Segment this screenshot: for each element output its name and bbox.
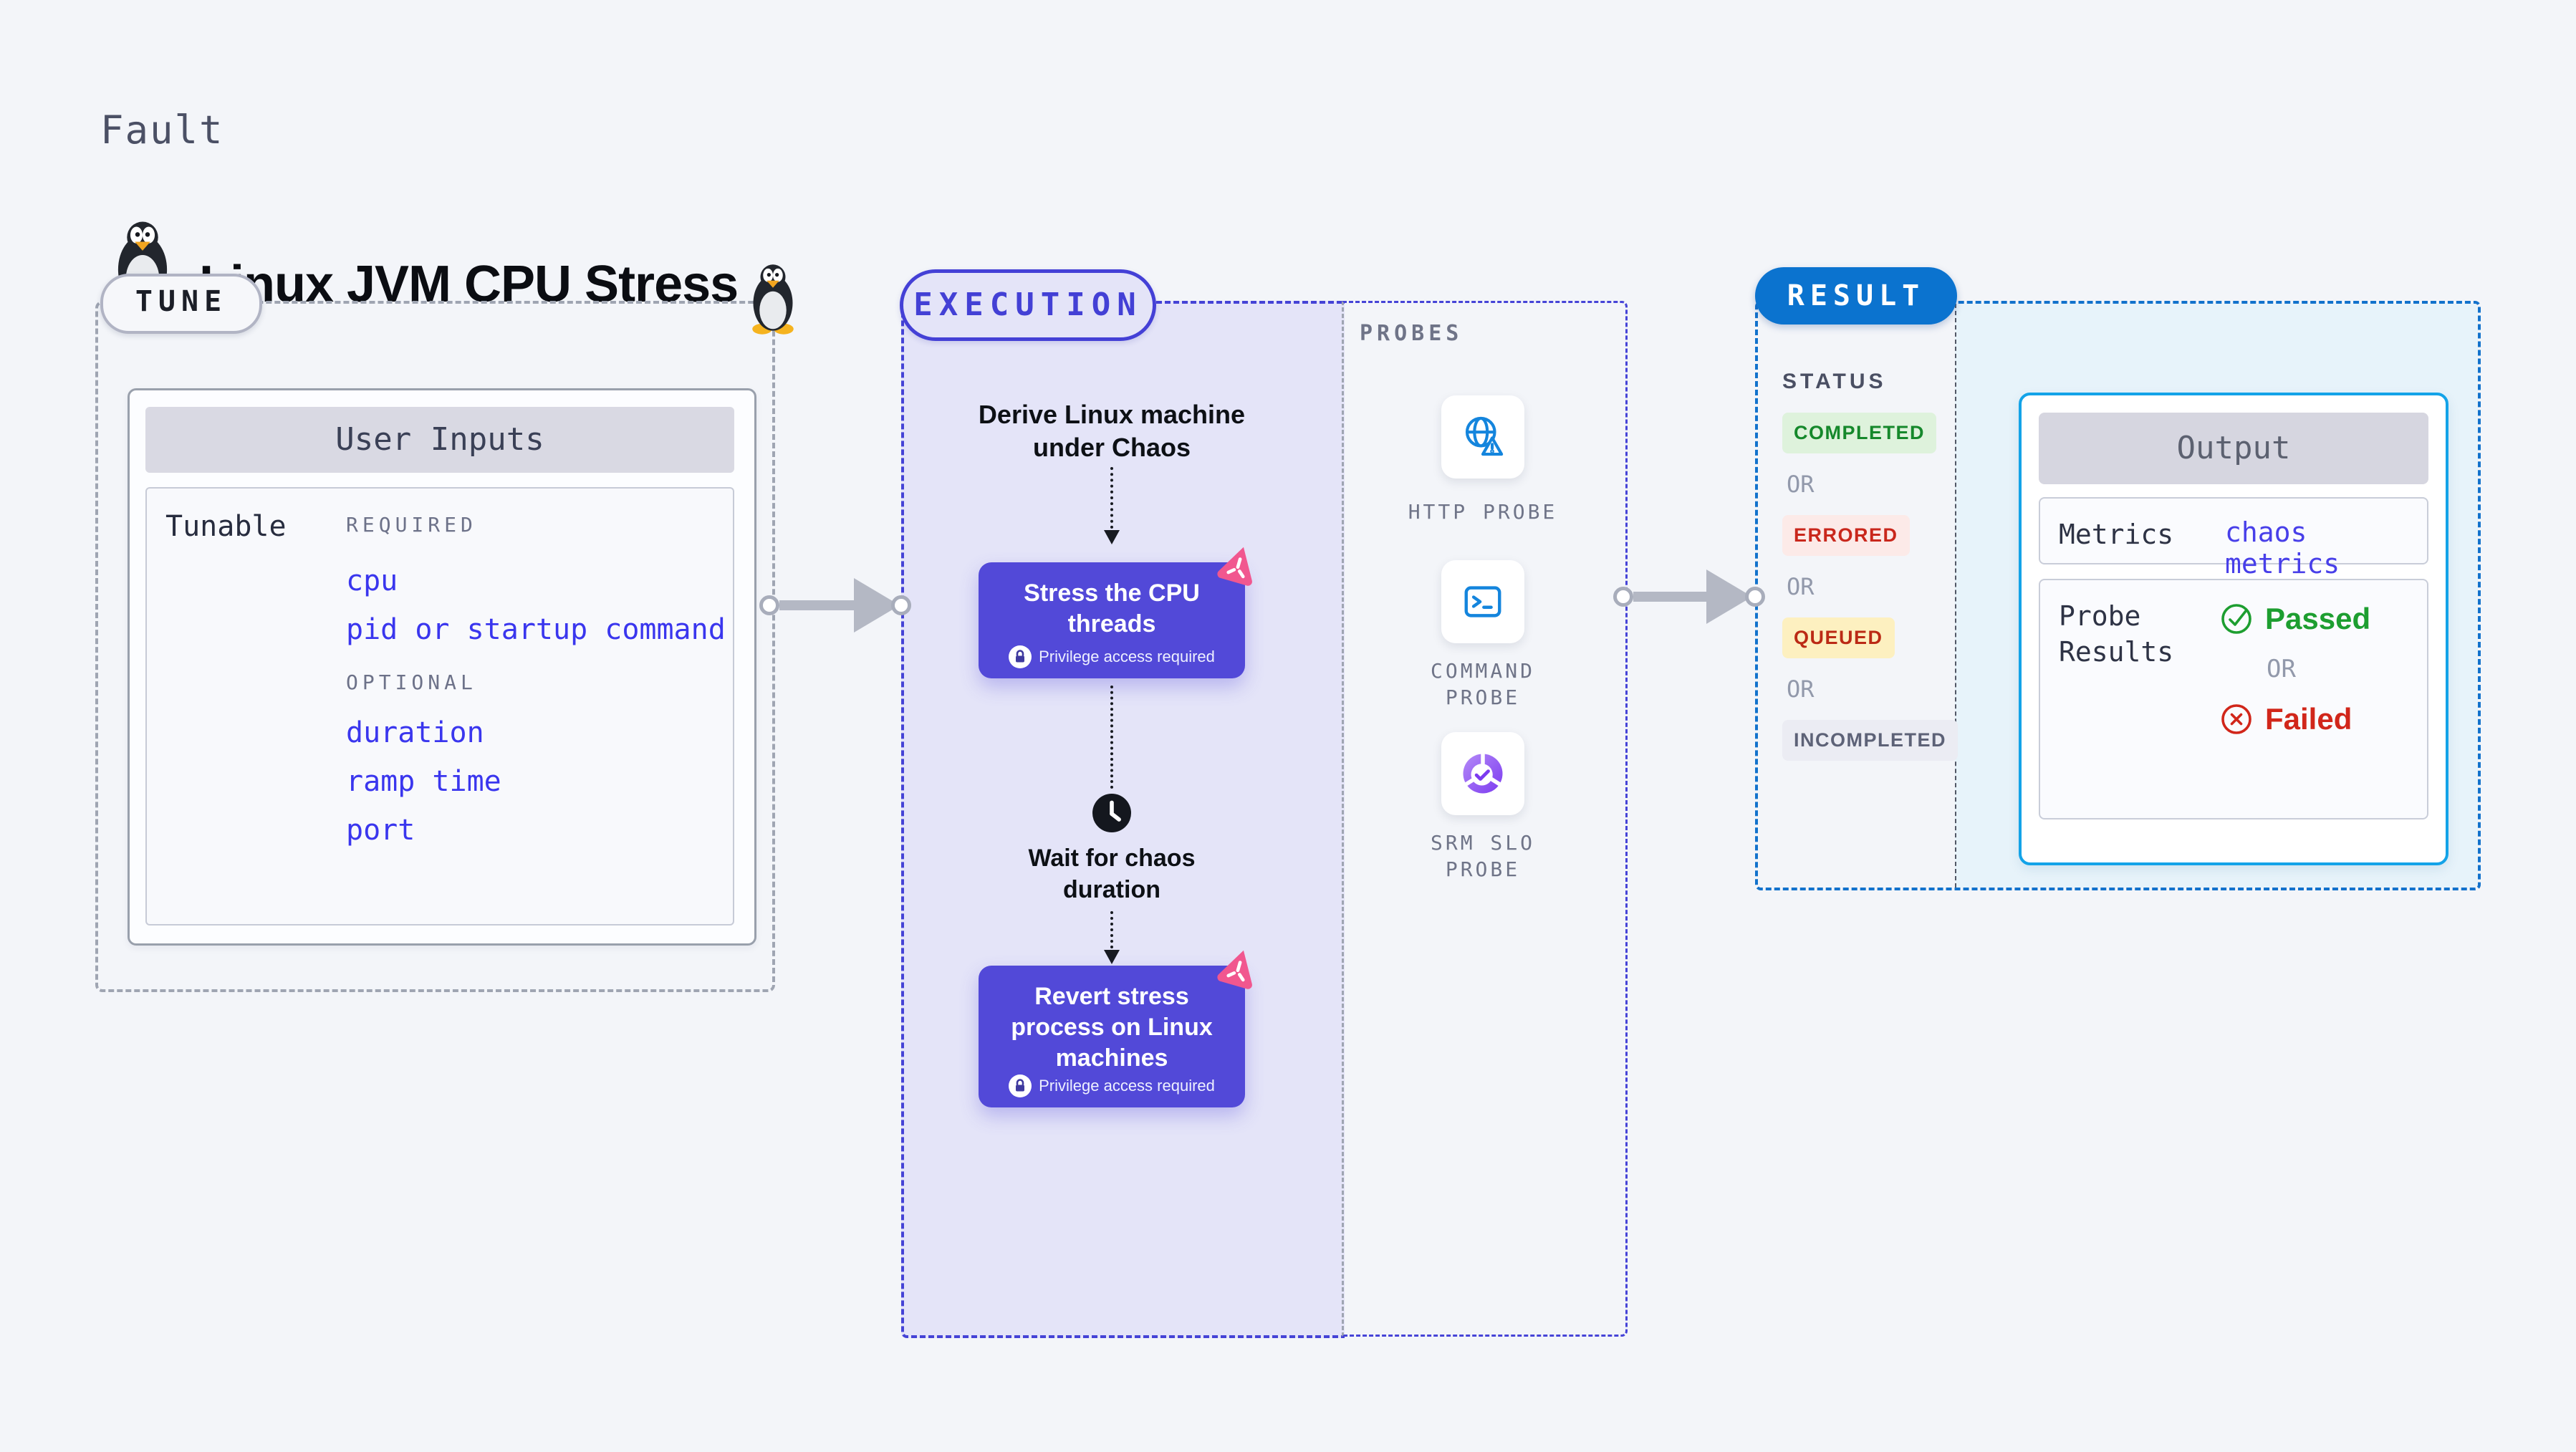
fault-kicker: Fault <box>100 107 224 153</box>
or-separator: OR <box>1787 471 1815 498</box>
probe-results-label: Probe Results <box>2059 600 2174 668</box>
execution-pill: EXECUTION <box>900 269 1156 341</box>
globe-alert-icon <box>1465 416 1504 456</box>
connector-dot <box>759 595 779 615</box>
chaos-logo-badge-icon <box>1217 950 1252 989</box>
chaos-logo-badge-icon <box>1217 547 1252 586</box>
required-group-label: REQUIRED <box>346 513 477 537</box>
tunable-port-link[interactable]: port <box>346 814 415 847</box>
linux-tux-icon <box>752 264 794 335</box>
result-pill: RESULT <box>1755 267 1957 324</box>
terminal-icon <box>1464 586 1501 617</box>
flow-arrowhead <box>1104 530 1120 544</box>
probes-to-result-arrowhead <box>1706 569 1752 624</box>
privilege-row: Privilege access required <box>979 645 1245 668</box>
tune-pill: TUNE <box>100 274 262 334</box>
step-stress-node: Stress the CPU threads Privilege access … <box>979 562 1245 678</box>
or-separator: OR <box>2267 655 2296 683</box>
srm-slo-probe-label: SRM SLO PROBE <box>1430 831 1535 881</box>
probes-title: PROBES <box>1360 321 1464 346</box>
lock-icon <box>1009 645 1032 668</box>
status-badge-incompleted: INCOMPLETED <box>1782 720 1959 761</box>
command-probe-card <box>1441 560 1524 643</box>
status-badge-errored: ERRORED <box>1782 515 1910 556</box>
http-probe-card <box>1441 395 1524 479</box>
step-revert-node: Revert stress process on Linux machines … <box>979 966 1245 1107</box>
user-inputs-title: User Inputs <box>145 407 734 473</box>
command-probe-label: COMMAND PROBE <box>1430 659 1535 709</box>
step-wait-label: Wait for chaos duration <box>1028 845 1196 903</box>
tunable-cpu-link[interactable]: cpu <box>346 564 398 597</box>
step-derive-label: Derive Linux machine under Chaos <box>978 400 1246 462</box>
flow-connector <box>1110 467 1113 529</box>
probe-results-values: Passed OR Failed <box>2219 602 2370 736</box>
step-stress-label: Stress the CPU threads <box>1024 580 1200 638</box>
donut-check-icon <box>1463 751 1503 794</box>
metrics-value-link[interactable]: chaos metrics <box>2225 516 2340 580</box>
user-inputs-table: Tunable REQUIRED cpu pid or startup comm… <box>145 487 734 925</box>
connector-dot <box>891 595 911 615</box>
connector-dot <box>1613 587 1633 607</box>
optional-group-label: OPTIONAL <box>346 670 477 694</box>
probe-results-row: Probe Results Passed OR Failed <box>2039 579 2428 819</box>
metrics-row: Metrics chaos metrics <box>2039 497 2428 580</box>
tune-to-execution-arrow <box>779 600 857 610</box>
status-title: STATUS <box>1782 370 1887 393</box>
connector-dot <box>1745 587 1765 607</box>
privilege-note: Privilege access required <box>1039 648 1215 665</box>
privilege-note: Privilege access required <box>1039 1077 1215 1095</box>
tune-section <box>95 301 775 992</box>
flow-arrowhead <box>1104 950 1120 964</box>
tunable-row-label: Tunable <box>165 510 287 543</box>
srm-slo-probe-card <box>1441 732 1524 815</box>
flow-connector <box>1110 686 1113 789</box>
lock-icon <box>1009 1074 1032 1097</box>
or-separator: OR <box>1787 675 1815 703</box>
tunable-ramp-time-link[interactable]: ramp time <box>346 765 501 798</box>
probes-section <box>1342 301 1628 1337</box>
status-badge-queued: QUEUED <box>1782 617 1895 658</box>
x-circle-icon <box>2221 704 2251 734</box>
or-separator: OR <box>1787 573 1815 600</box>
passed-label: Passed <box>2265 602 2371 635</box>
flow-connector <box>1110 911 1113 948</box>
check-circle-icon <box>2221 604 2251 634</box>
output-title: Output <box>2039 413 2428 484</box>
clock-icon <box>1092 794 1131 832</box>
user-inputs-card: User Inputs Tunable REQUIRED cpu pid or … <box>128 388 756 946</box>
status-list: COMPLETED OR ERRORED OR QUEUED OR INCOMP… <box>1782 413 1959 761</box>
step-revert-label: Revert stress process on Linux machines <box>1011 983 1213 1072</box>
failed-row: Failed <box>2219 702 2370 736</box>
output-card: Output Metrics chaos metrics Probe Resul… <box>2019 393 2448 865</box>
failed-label: Failed <box>2265 702 2352 736</box>
privilege-row: Privilege access required <box>979 1074 1245 1097</box>
http-probe-label: HTTP PROBE <box>1408 500 1558 524</box>
probes-to-result-arrow <box>1633 592 1708 602</box>
passed-row: Passed <box>2219 602 2370 636</box>
metrics-label: Metrics <box>2059 519 2174 550</box>
tunable-duration-link[interactable]: duration <box>346 716 484 749</box>
tunable-pid-link[interactable]: pid or startup command <box>346 613 726 646</box>
status-badge-completed: COMPLETED <box>1782 413 1937 453</box>
